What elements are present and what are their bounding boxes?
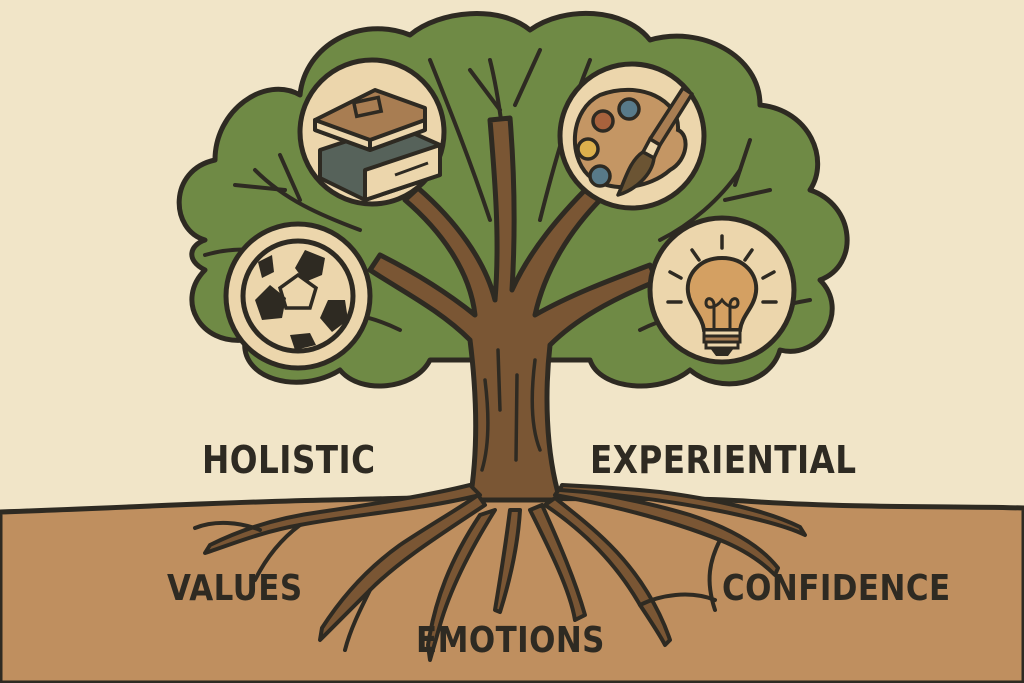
label-experiential: EXPERIENTIAL [590, 438, 857, 482]
lightbulb-icon [647, 215, 797, 365]
books-icon [297, 57, 447, 207]
label-confidence: CONFIDENCE [722, 568, 951, 609]
tree-roots [203, 483, 807, 662]
soccer-ball-icon [223, 221, 373, 371]
label-emotions: EMOTIONS [416, 620, 605, 661]
palette-icon [557, 61, 707, 211]
label-values: VALUES [167, 568, 303, 609]
label-holistic: HOLISTIC [202, 438, 376, 482]
